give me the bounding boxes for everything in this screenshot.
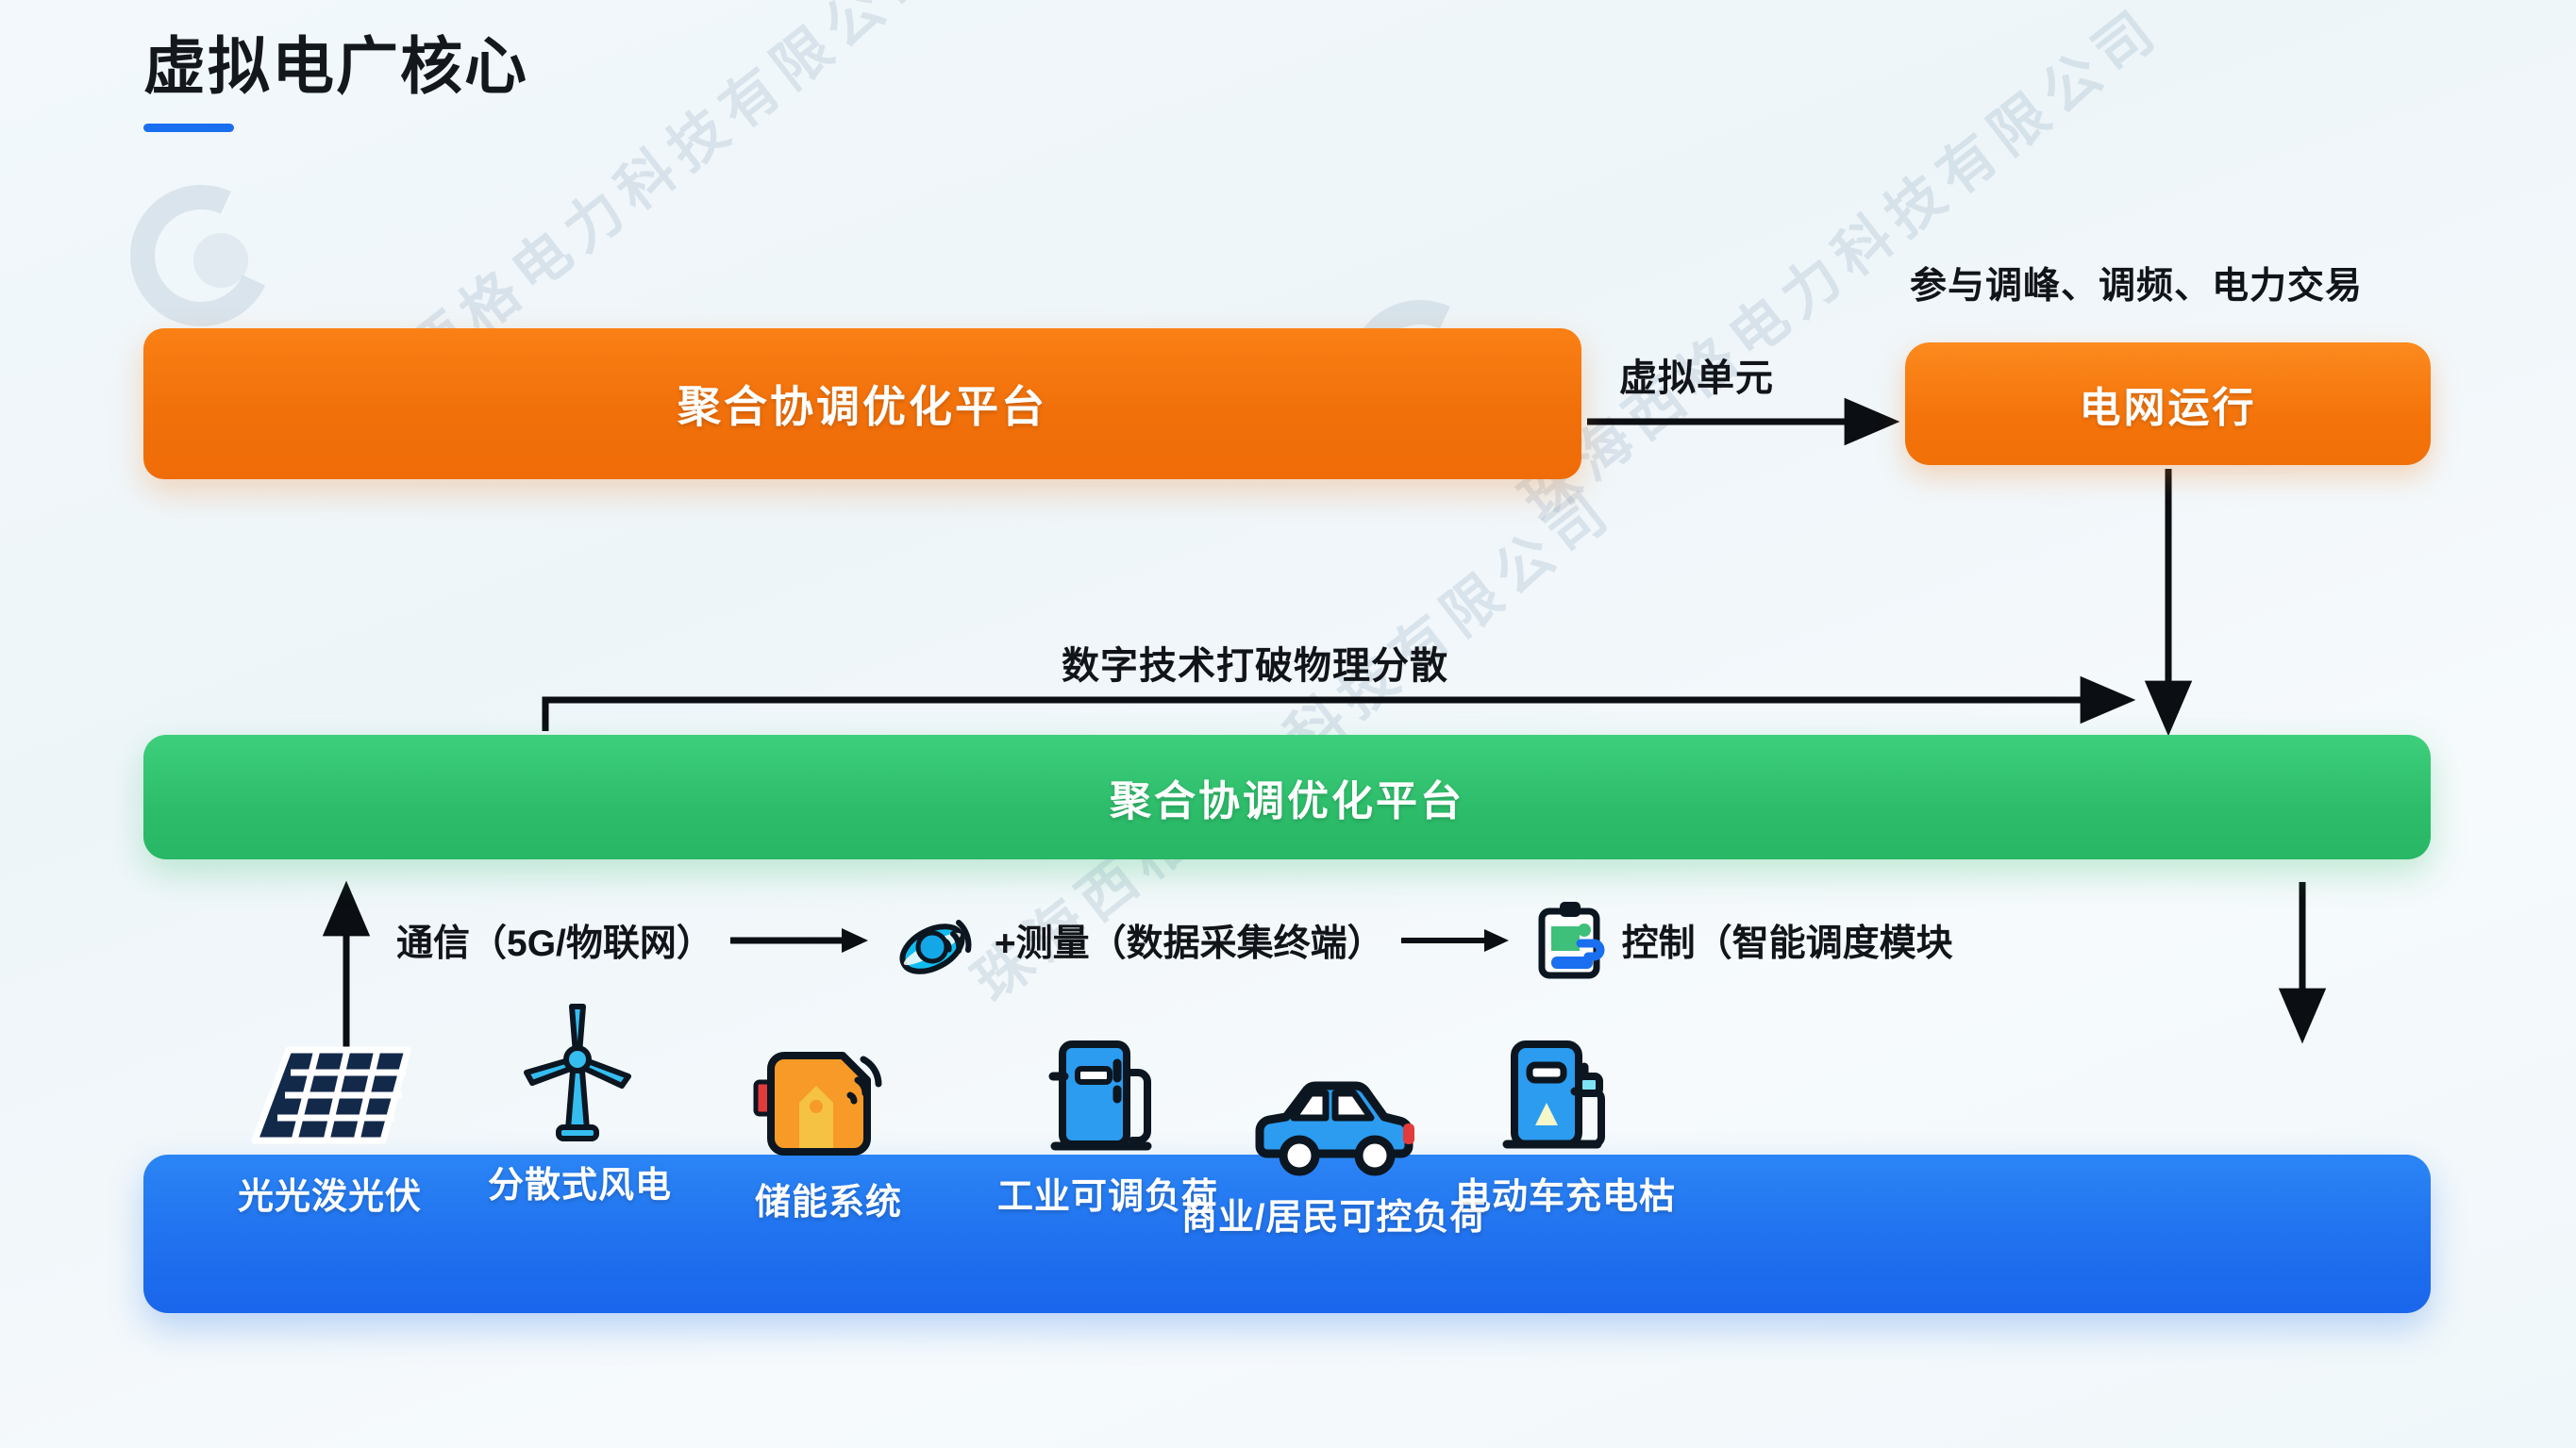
control-module-icon <box>1535 898 1613 983</box>
communication-chain-row: 通信（5G/物联网） +测量（数据采集终端） <box>396 898 1953 983</box>
asset-commercial-residential[interactable]: 商业/居民可控负荷 <box>1181 1044 1487 1240</box>
wind-turbine-icon <box>510 1004 651 1144</box>
asset-ev-charger[interactable]: 电动车充电枯 <box>1455 1024 1676 1219</box>
asset-wind[interactable]: 分散式风电 <box>488 1004 673 1207</box>
aggregation-platform-bar-middle[interactable]: 聚合协调优化平台 <box>143 735 2431 859</box>
charging-station-icon <box>1045 1024 1170 1156</box>
chain-text-measurement: +测量（数据采集终端） <box>994 924 1384 964</box>
grid-operation-label: 电网运行 <box>2079 385 2257 431</box>
asset-storage[interactable]: 储能系统 <box>752 1029 905 1224</box>
asset-label: 电动车充电枯 <box>1455 1177 1677 1217</box>
aggregation-platform-label-middle: 聚合协调优化平台 <box>1110 778 1464 824</box>
grid-operations-caption: 参与调峰、调频、电力交易 <box>1910 266 2364 307</box>
title-block: 虚拟电广核心 <box>143 31 528 133</box>
asset-solar[interactable]: 光光泼光伏 <box>238 1024 422 1219</box>
solar-panel-icon <box>249 1024 411 1156</box>
distributed-resources-bar[interactable] <box>143 1155 2431 1313</box>
asset-label: 储能系统 <box>754 1183 902 1223</box>
watermark-logo-icon <box>109 164 293 347</box>
aggregation-platform-label-top: 聚合协调优化平台 <box>677 382 1047 431</box>
asset-label: 工业可调负荷 <box>997 1177 1219 1217</box>
grid-operation-box[interactable]: 电网运行 <box>1905 342 2431 465</box>
chain-text-control: 控制（智能调度模块 <box>1621 924 1953 964</box>
asset-industrial-load[interactable]: 工业可调负荷 <box>997 1024 1218 1219</box>
ev-charger-icon <box>1499 1024 1631 1156</box>
page-title: 虚拟电广核心 <box>143 31 528 101</box>
asset-label: 光光泼光伏 <box>238 1177 423 1217</box>
virtual-unit-label: 虚拟单元 <box>1619 358 1774 399</box>
asset-label: 商业/居民可控负荷 <box>1181 1198 1487 1238</box>
digital-technology-label: 数字技术打破物理分散 <box>1062 645 1448 687</box>
chain-arrow-2 <box>1399 924 1511 957</box>
satellite-signal-icon <box>895 900 985 981</box>
electric-car-icon <box>1248 1044 1420 1176</box>
chain-arrow-1 <box>728 924 870 957</box>
chain-text-communication: 通信（5G/物联网） <box>396 924 713 964</box>
title-accent-rule <box>143 124 234 133</box>
smart-battery-icon <box>752 1029 905 1161</box>
aggregation-platform-bar-top[interactable]: 聚合协调优化平台 <box>143 328 1581 479</box>
asset-label: 分散式风电 <box>488 1166 673 1206</box>
